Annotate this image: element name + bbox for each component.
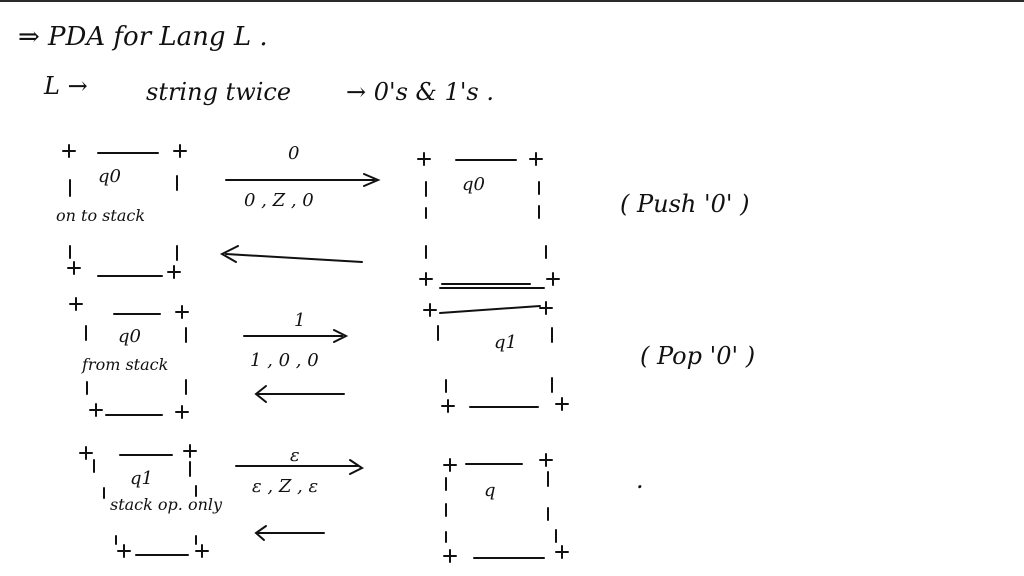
row3-right-box [443, 453, 569, 563]
row3-edge-stack-op: ε , Z , ε [252, 476, 319, 497]
row3-arrow-left [254, 525, 325, 541]
heading-line-2-mid: string twice [146, 78, 292, 106]
row3-right-state: q [484, 480, 496, 501]
row1-right-state: q0 [462, 174, 485, 195]
row1-arrow-right [225, 173, 381, 187]
top-border-line [0, 0, 1024, 2]
row1-left-note: on to stack [56, 206, 146, 225]
row1-action: ( Push '0' ) [620, 190, 750, 218]
row1-left-box [62, 144, 187, 279]
row1-edge-input: 0 [288, 143, 300, 164]
row3-arrow-right [235, 459, 364, 475]
row3-left-box [79, 444, 209, 558]
heading-line-2-left: L → [44, 72, 88, 100]
row3-left-state: q1 [130, 468, 153, 489]
row2-action: ( Pop '0' ) [640, 342, 756, 370]
row1-arrow-left [219, 245, 363, 263]
row3-action: . [636, 466, 644, 494]
row1-edge-stack-op: 0 , Z , 0 [244, 190, 314, 211]
row2-left-note: from stack [82, 355, 169, 374]
row2-arrow-right [243, 329, 349, 343]
row3-edge-input: ε [290, 445, 300, 466]
row2-right-box [423, 287, 569, 413]
row2-right-state: q1 [494, 332, 517, 353]
row2-edge-stack-op: 1 , 0 , 0 [250, 350, 319, 371]
row2-arrow-left [254, 385, 345, 403]
row1-right-box [417, 152, 560, 286]
heading-line-1: ⇒ PDA for Lang L . [18, 22, 268, 52]
row2-left-state: q0 [118, 326, 141, 347]
row2-edge-input: 1 [294, 310, 306, 331]
row3-left-note: stack op. only [110, 495, 223, 514]
heading-line-2-right: → 0's & 1's . [346, 78, 494, 106]
row1-left-state: q0 [98, 166, 121, 187]
row2-left-box [69, 297, 189, 419]
